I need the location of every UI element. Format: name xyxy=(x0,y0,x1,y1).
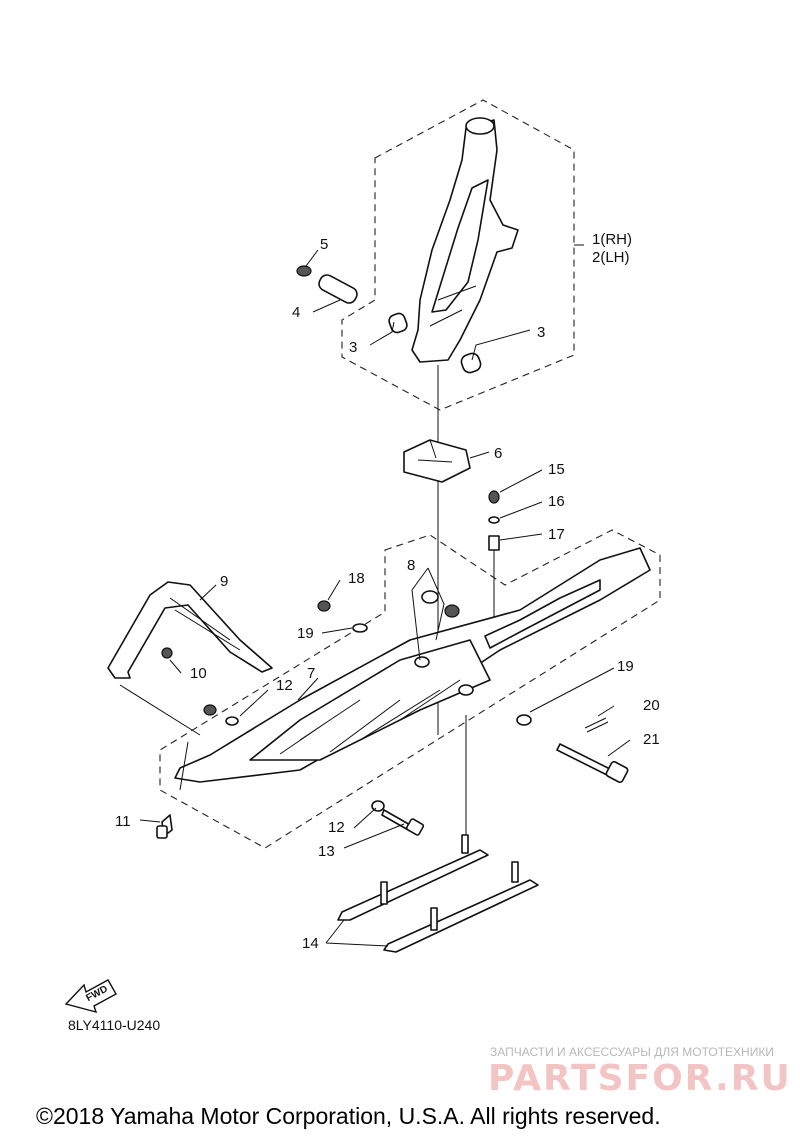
ski-body xyxy=(174,547,651,783)
callout-11: 11 xyxy=(115,813,131,830)
bolt-21 xyxy=(556,743,629,784)
watermark-subtitle: ЗАПЧАСТИ И АКСЕССУАРЫ ДЛЯ МОТОТЕХНИКИ xyxy=(490,1045,774,1059)
callout-8: 8 xyxy=(407,557,415,574)
ski-damper xyxy=(403,439,471,483)
callout-3-right: 3 xyxy=(537,324,545,341)
callout-18: 18 xyxy=(348,570,365,587)
bushing-8a xyxy=(421,590,439,604)
spindle-nut xyxy=(296,265,312,277)
collar-17 xyxy=(488,535,500,551)
bushing-8b xyxy=(444,604,460,618)
cotter-pin xyxy=(584,717,609,733)
callout-12-lower: 12 xyxy=(328,819,345,836)
callout-10: 10 xyxy=(190,665,207,682)
callout-6: 6 xyxy=(494,445,502,462)
nut-15 xyxy=(488,490,500,504)
nut-10b xyxy=(203,704,217,716)
callout-19-left: 19 xyxy=(297,625,314,642)
nut-18 xyxy=(317,600,331,612)
collar xyxy=(318,274,358,304)
ski-handle xyxy=(107,581,273,679)
callout-16: 16 xyxy=(548,493,565,510)
callout-1: 1(RH) xyxy=(592,231,632,248)
bushing-left xyxy=(388,312,408,334)
callout-labels: 1(RH) 2(LH) 3 3 4 5 6 15 16 17 8 18 19 9… xyxy=(115,231,660,952)
ski-runners xyxy=(337,834,539,953)
callout-15: 15 xyxy=(548,461,565,478)
nut-10a xyxy=(161,647,173,659)
callout-2: 2(LH) xyxy=(592,249,630,266)
diagram-code: 8LY4110-U240 xyxy=(68,1017,160,1033)
washer-19a xyxy=(352,623,368,633)
callout-20: 20 xyxy=(643,697,660,714)
washer-12a xyxy=(225,716,239,726)
callout-3-left: 3 xyxy=(349,339,357,356)
callout-13: 13 xyxy=(318,843,335,860)
leader-lines xyxy=(119,244,631,947)
copyright-notice: ©2018 Yamaha Motor Corporation, U.S.A. A… xyxy=(36,1103,661,1129)
callout-7: 7 xyxy=(307,665,315,682)
washer-16 xyxy=(488,516,500,524)
fwd-arrow-icon: FWD xyxy=(64,979,117,1014)
callout-14: 14 xyxy=(302,935,319,952)
bolt-13 xyxy=(381,809,425,836)
callout-12-upper: 12 xyxy=(276,677,293,694)
callout-21: 21 xyxy=(643,731,660,748)
watermark-brand: PARTSFOR.RU xyxy=(488,1058,792,1099)
callout-19-right: 19 xyxy=(617,658,634,675)
spindle-group-outline xyxy=(341,99,575,411)
callout-5: 5 xyxy=(320,236,328,253)
ski-spindle xyxy=(411,117,519,363)
callout-4: 4 xyxy=(292,304,300,321)
washer-19b xyxy=(516,714,532,726)
callout-17: 17 xyxy=(548,526,565,543)
bushing-right xyxy=(460,352,482,374)
bolt-11 xyxy=(156,814,173,839)
ski-group-outline xyxy=(159,529,661,849)
callout-9: 9 xyxy=(220,573,228,590)
